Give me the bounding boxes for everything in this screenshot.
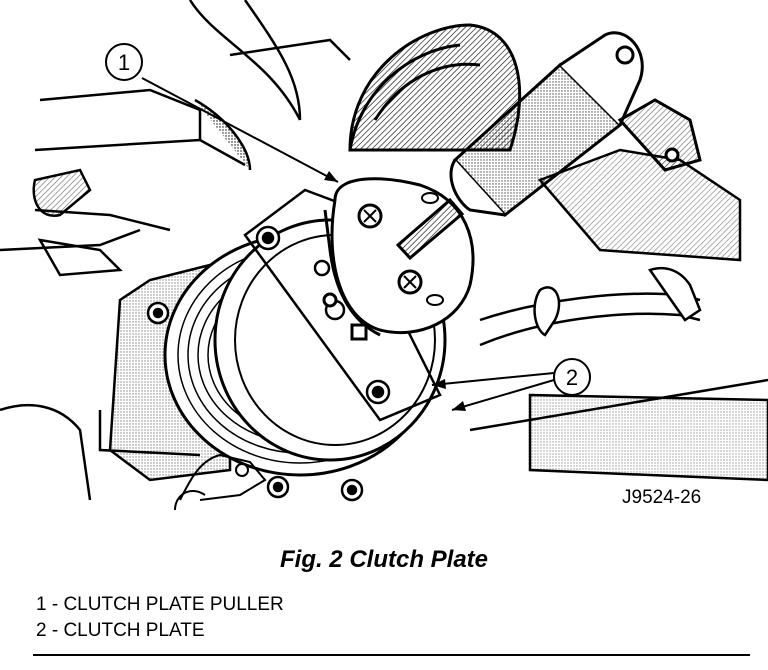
background-left-bracket (0, 168, 201, 501)
figure-caption: Fig. 2 Clutch Plate (279, 546, 489, 573)
callout-1-leader (141, 77, 339, 183)
callout-2-number: 2 (566, 365, 578, 390)
callout-1: 1 (105, 43, 339, 183)
legend-item-1: 1 - CLUTCH PLATE PULLER (36, 594, 284, 615)
puller-tool (322, 31, 702, 341)
callout-2-circle (553, 358, 591, 396)
callout-2-arrowhead-b (452, 401, 466, 411)
callout-2: 2 (431, 358, 591, 411)
callout-2-leader-b (451, 379, 555, 411)
bottom-rule (33, 654, 750, 656)
wire-harness (174, 453, 267, 511)
callout-1-arrowhead (324, 171, 338, 182)
legend: 1 - CLUTCH PLATE PULLER 2 - CLUTCH PLATE (36, 592, 284, 644)
figure-code: J9524-26 (622, 487, 701, 508)
callout-2-leader-a (431, 372, 555, 386)
callout-2-arrowhead-a (432, 379, 446, 389)
callout-1-number: 1 (118, 50, 130, 75)
legend-item-2: 2 - CLUTCH PLATE (36, 620, 205, 641)
callout-1-circle (105, 43, 143, 81)
clutch-plate-illustration: 1 2 J9524-26 (0, 0, 768, 511)
right-structure (469, 148, 768, 482)
background-hoses (0, 0, 351, 252)
